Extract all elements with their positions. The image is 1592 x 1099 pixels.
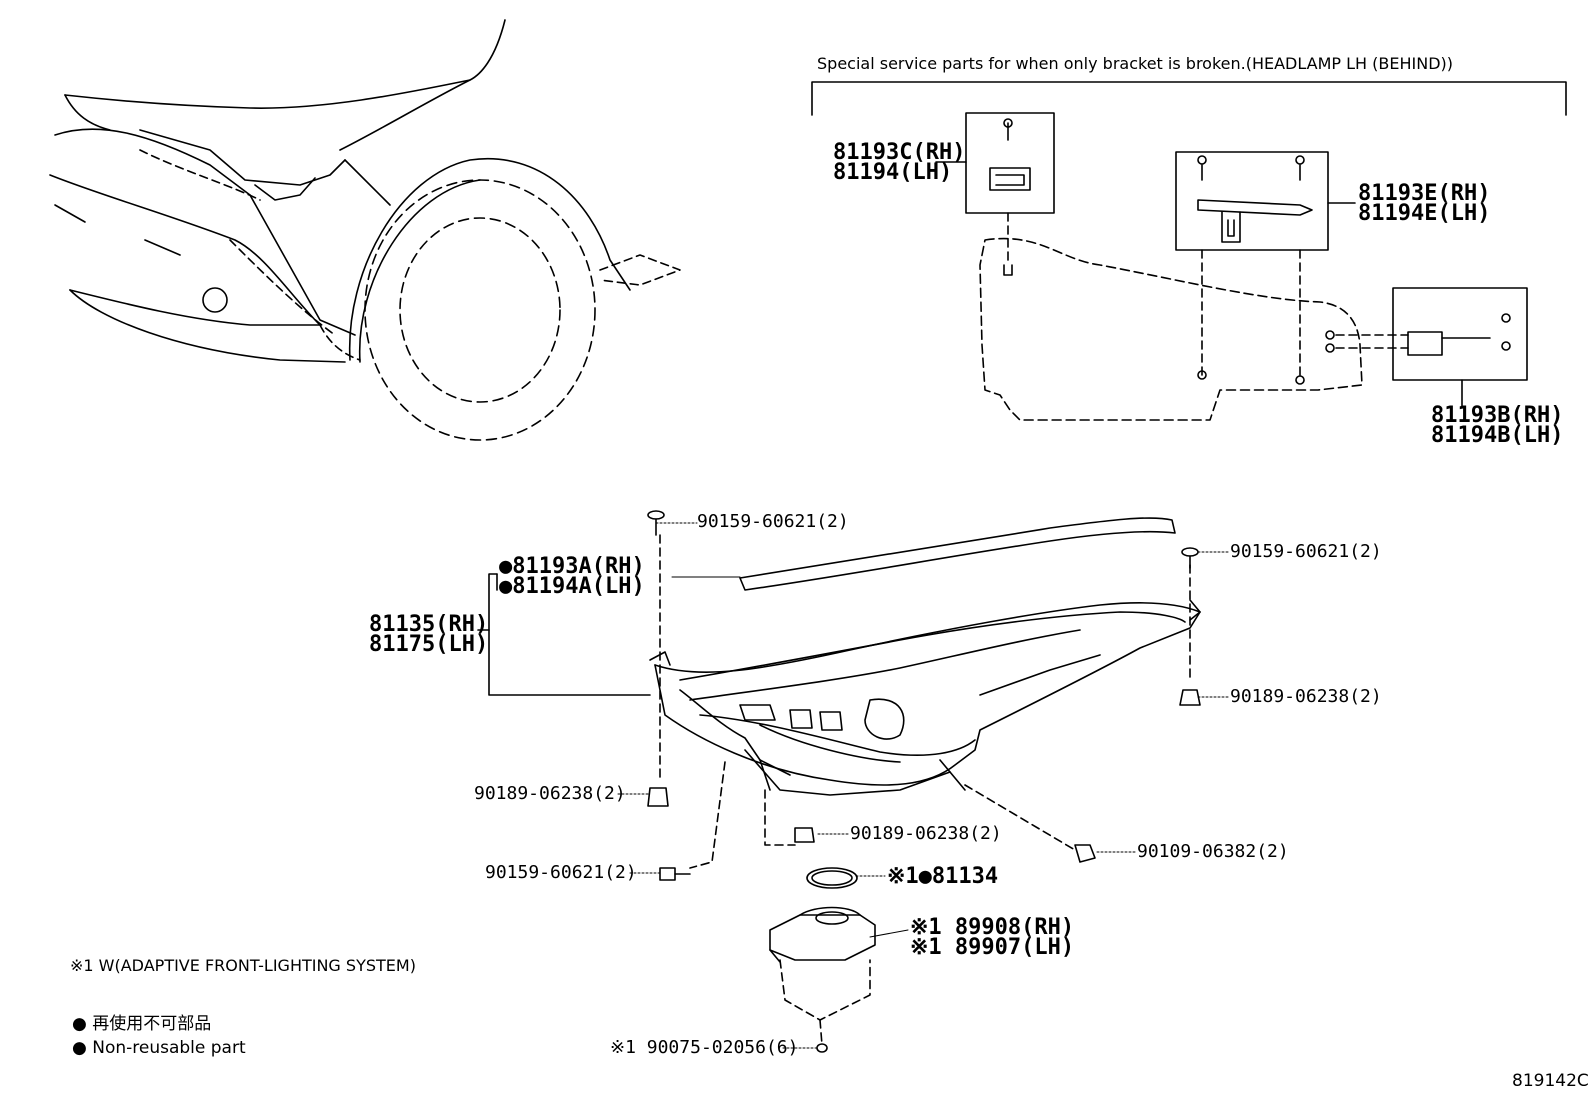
headlamp-rh-label[interactable]: 81135(RH) [369,612,489,637]
headlamp-assembly [649,599,1201,796]
non-reusable-note-jp: ● 再使用不可部品 [72,1014,212,1034]
screw-top-left-label[interactable]: 90159-60621(2) [697,511,849,532]
screw-bottom-left-label[interactable]: 90159-60621(2) [485,862,637,883]
seal-lh-label[interactable]: ●81194A(LH) [499,574,645,599]
gasket-ring [806,867,858,889]
bracket-b-lh-label[interactable]: 81194B(LH) [1431,423,1564,448]
headlamp-lh-label[interactable]: 81175(LH) [369,632,489,657]
leader-lines [477,522,1229,1049]
screw-computer-label[interactable]: ※1 90075-02056(6) [610,1037,799,1058]
bracket-e-rh-label[interactable]: 81193E(RH) [1358,181,1491,206]
computer-lh-label[interactable]: ※1 89907(LH) [910,935,1075,960]
screw-top-right-label[interactable]: 90159-60621(2) [1230,541,1382,562]
bracket-c-rh-label[interactable]: 81193C(RH) [833,140,966,165]
headlamp-seal-strip [739,517,1176,591]
afs-footnote: ※1 W(ADAPTIVE FRONT-LIGHTING SYSTEM) [70,956,416,975]
bracket-c-lh-label[interactable]: 81194(LH) [833,160,953,185]
figure-id: 819142C [1512,1071,1589,1091]
special-service-note: Special service parts for when only brac… [817,54,1454,73]
computer-rh-label[interactable]: ※1 89908(RH) [910,915,1075,940]
bracket-e-box [1175,151,1356,376]
bracket-e-lh-label[interactable]: 81194E(LH) [1358,201,1491,226]
vehicle-front-illustration [49,19,681,441]
bracket-c-box [935,112,1055,276]
non-reusable-note-en: ● Non-reusable part [72,1038,246,1058]
clip-bottom-label[interactable]: 90189-06238(2) [850,823,1002,844]
bracket-b-box [1325,287,1528,409]
fastener-icons [647,510,1201,1053]
clip-right-label[interactable]: 90189-06238(2) [1230,686,1382,707]
lamp-housing-outline [979,237,1363,421]
bracket-b-rh-label[interactable]: 81193B(RH) [1431,403,1564,428]
bolt-bottom-right-label[interactable]: 90109-06382(2) [1137,841,1289,862]
headlamp-computer-module [769,906,876,963]
seal-rh-label[interactable]: ●81193A(RH) [499,554,645,579]
gasket-label[interactable]: ※1●81134 [887,864,999,889]
clip-left-label[interactable]: 90189-06238(2) [474,783,626,804]
special-service-bracket-frame [811,81,1567,116]
